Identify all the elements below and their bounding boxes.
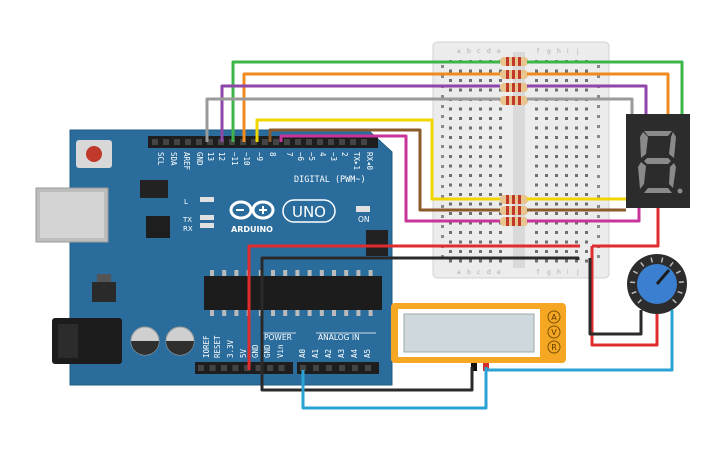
on-label: ON <box>358 215 370 224</box>
svg-text:e: e <box>497 48 501 55</box>
potentiometer[interactable] <box>627 254 687 314</box>
pin-label: A4 <box>350 348 359 358</box>
svg-text:f: f <box>537 48 540 55</box>
resistor-group-top <box>500 57 528 105</box>
wire-yellow <box>255 118 626 201</box>
wire-orange <box>242 72 670 142</box>
led-l <box>200 197 214 202</box>
pin-label: IOREF <box>202 335 211 358</box>
arduino-logo-icon <box>229 200 275 220</box>
pin-label: GND <box>251 344 260 358</box>
svg-text:j: j <box>576 48 579 55</box>
voltage-regulator <box>92 282 116 302</box>
usb-chip <box>146 216 170 238</box>
pin-label: AREF <box>182 152 191 171</box>
pin-label: ~5 <box>307 152 316 161</box>
led-tx <box>200 215 214 220</box>
svg-text:j: j <box>576 269 579 276</box>
wire-magenta <box>279 134 641 223</box>
multimeter-screen <box>403 313 535 353</box>
wire-blue <box>301 310 674 410</box>
pin-label: 13 <box>206 152 215 161</box>
multimeter-mode-r[interactable]: R <box>547 340 561 354</box>
wire-red <box>247 208 660 370</box>
svg-text:b: b <box>467 269 471 276</box>
arduino-logo-text: ARDUINO <box>231 225 273 234</box>
svg-text:i: i <box>567 48 569 55</box>
svg-text:a: a <box>457 48 461 55</box>
svg-text:d: d <box>487 269 491 276</box>
svg-text:c: c <box>477 48 480 55</box>
wires <box>205 60 684 410</box>
seven-segment-display <box>626 114 690 208</box>
pin-label: A2 <box>324 349 333 358</box>
svg-text:a: a <box>457 269 461 276</box>
wire-purple <box>220 84 648 142</box>
pin-label: A3 <box>337 349 346 358</box>
pin-label: RESET <box>213 335 222 358</box>
pin-label: A1 <box>311 349 320 358</box>
power-label: POWER <box>264 333 292 342</box>
analog-label: ANALOG IN <box>318 333 360 342</box>
resistor-group-bottom <box>500 195 528 226</box>
multimeter-mode-a[interactable]: A <box>547 310 561 324</box>
svg-text:h: h <box>557 269 561 276</box>
pin-label: Vin <box>276 344 285 358</box>
svg-text:b: b <box>467 48 471 55</box>
wire-gray <box>205 97 634 142</box>
svg-text:i: i <box>567 269 569 276</box>
pin-label: 2 <box>340 152 349 157</box>
tx-label: TX <box>182 216 192 224</box>
multimeter: A V R <box>391 303 566 371</box>
pin-label: 7 <box>285 152 294 157</box>
uno-label: UNO <box>292 203 326 221</box>
pin-label: ~11 <box>230 152 239 166</box>
svg-text:e: e <box>497 269 501 276</box>
pin-label: ~9 <box>255 152 264 161</box>
svg-text:V: V <box>551 328 557 337</box>
pin-label: 12 <box>217 152 226 161</box>
atmega-chip <box>204 276 382 310</box>
pin-label: GND <box>263 344 272 358</box>
uno-badge <box>282 199 336 223</box>
pin-label: 4 <box>318 152 327 157</box>
multimeter-probe-black <box>471 363 477 371</box>
pin-label: A5 <box>363 349 372 358</box>
svg-text:f: f <box>537 269 540 276</box>
icsp-header-small <box>140 180 168 198</box>
digital-label: DIGITAL (PWM~) <box>294 175 366 185</box>
svg-text:R: R <box>551 343 557 352</box>
pin-label: SCL <box>156 152 165 166</box>
icsp-header <box>366 230 388 256</box>
pin-label: ~6 <box>296 152 305 162</box>
svg-text:d: d <box>487 48 491 55</box>
svg-text:c: c <box>477 269 480 276</box>
pin-label: TX▸1 <box>352 152 361 170</box>
wire-green <box>231 60 684 142</box>
pin-label: ~3 <box>329 152 338 161</box>
svg-text:A: A <box>551 313 557 322</box>
pin-label: SDA <box>169 152 178 166</box>
wire-black-gnd <box>260 256 643 392</box>
pin-label: ~10 <box>242 152 251 166</box>
multimeter-mode-v[interactable]: V <box>547 325 561 339</box>
pin-label: RX◂0 <box>365 152 374 171</box>
pin-label: A0 <box>298 348 307 358</box>
pin-label: 3.3V <box>226 339 235 358</box>
svg-text:h: h <box>557 48 561 55</box>
pin-label: 5V <box>239 348 248 358</box>
wire-brown <box>268 128 626 212</box>
pin-label: GND <box>195 152 204 166</box>
led-on <box>356 206 370 212</box>
svg-text:g: g <box>547 48 551 55</box>
pin-label: 8 <box>268 152 277 157</box>
led-rx <box>200 223 214 228</box>
led-l-label: L <box>184 198 188 206</box>
svg-text:g: g <box>547 269 551 276</box>
rx-label: RX <box>183 225 193 233</box>
